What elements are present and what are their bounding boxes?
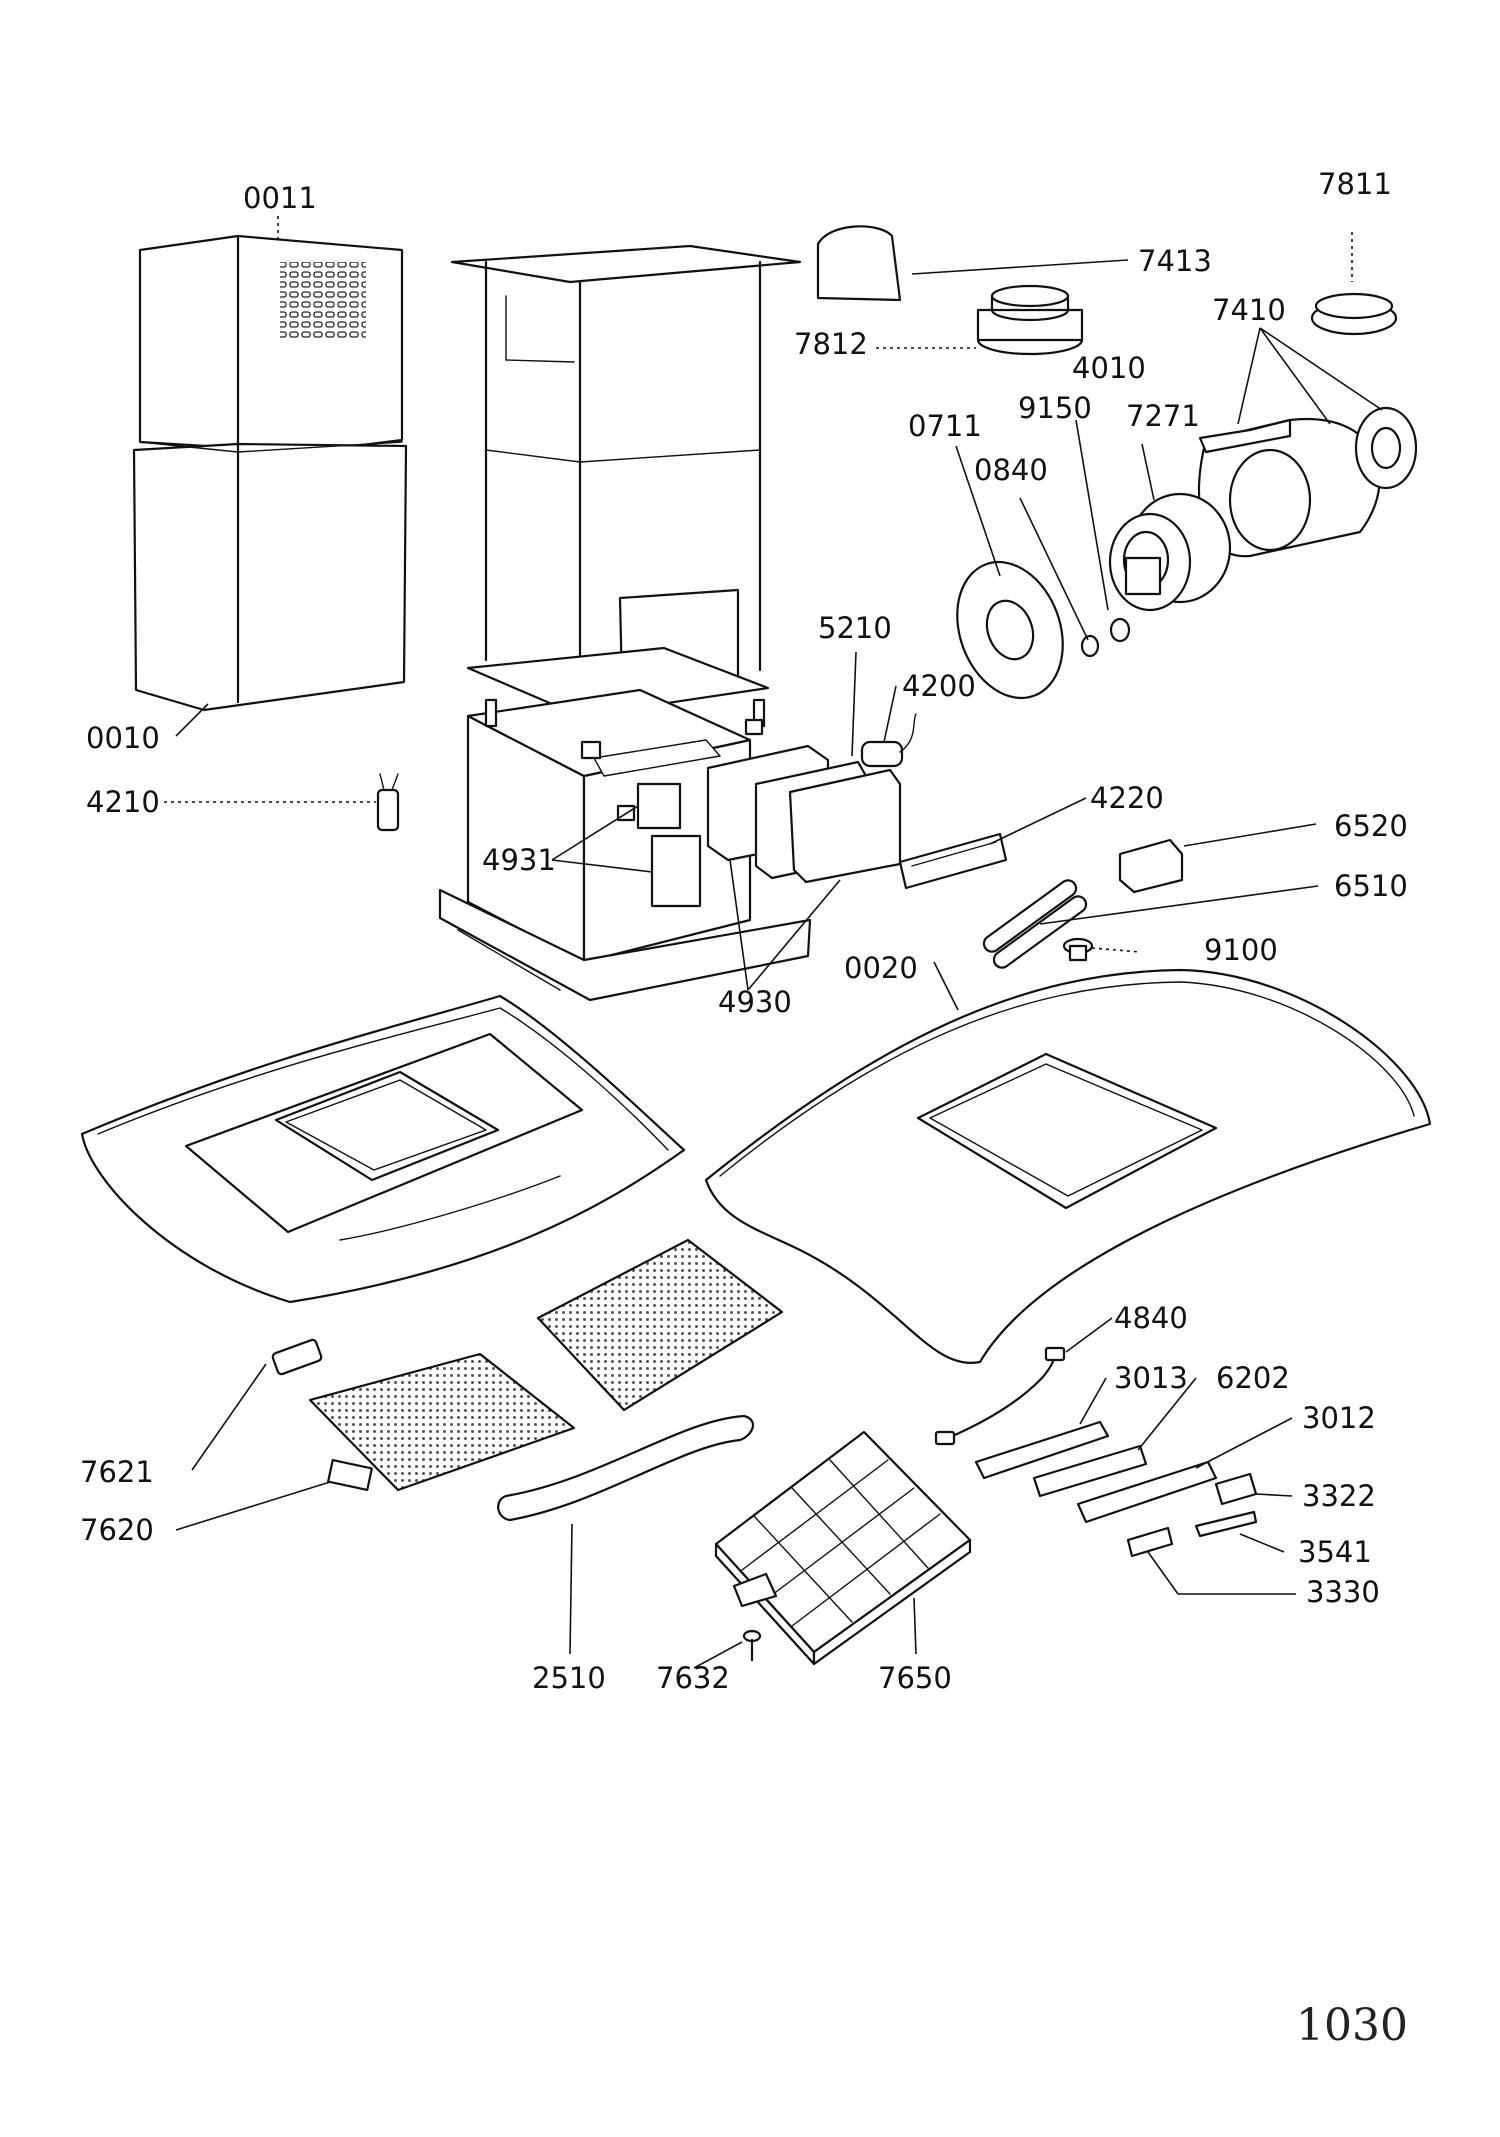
label-5210: 5210 [818, 611, 892, 645]
label-0711: 0711 [908, 409, 982, 443]
label-0020: 0020 [844, 951, 918, 985]
knob-9100 [1062, 937, 1094, 962]
seal-2510 [497, 1414, 755, 1522]
ring-7811 [1310, 292, 1398, 336]
handle-7620 [327, 1458, 373, 1492]
label-3330: 3330 [1306, 1575, 1380, 1609]
fan-housing-7410 [1197, 406, 1418, 558]
label-7632: 7632 [656, 1661, 730, 1695]
control-panel-parts [974, 1420, 1258, 1558]
label-0840: 0840 [974, 453, 1048, 487]
label-9150: 9150 [1018, 391, 1092, 425]
label-3541: 3541 [1298, 1535, 1372, 1569]
clip-7621 [271, 1338, 323, 1376]
label-4220: 4220 [1090, 781, 1164, 815]
small-parts-0840-9150 [1080, 617, 1131, 658]
electronic-modules-4931 [616, 782, 702, 908]
grease-filters [308, 1238, 784, 1492]
flap-7413 [816, 225, 902, 302]
label-4200: 4200 [902, 669, 976, 703]
label-6202: 6202 [1216, 1361, 1290, 1395]
chimney-cover-0010-0011 [132, 234, 408, 712]
label-0010: 0010 [86, 721, 160, 755]
leader-lines [164, 216, 1383, 1669]
motor-7271 [1108, 492, 1232, 612]
small-capacitor-4210 [376, 773, 400, 832]
page-number: 1030 [1296, 2000, 1408, 2051]
label-6520: 6520 [1334, 809, 1408, 843]
electronic-boxes-4930 [706, 744, 902, 884]
charcoal-filter-7650 [714, 1430, 972, 1666]
canopy-0020 [704, 968, 1432, 1365]
label-0011: 0011 [243, 181, 317, 215]
screw-7632 [742, 1629, 762, 1662]
label-7620: 7620 [80, 1513, 154, 1547]
wire-4840 [934, 1346, 1066, 1446]
label-3012: 3012 [1302, 1401, 1376, 1435]
label-7271: 7271 [1126, 399, 1200, 433]
label-7811: 7811 [1318, 167, 1392, 201]
label-4210: 4210 [86, 785, 160, 819]
label-7410: 7410 [1212, 293, 1286, 327]
label-6510: 6510 [1334, 869, 1408, 903]
label-7812: 7812 [794, 327, 868, 361]
label-9100: 9100 [1204, 933, 1278, 967]
label-7621: 7621 [80, 1455, 154, 1489]
label-4931: 4931 [482, 843, 556, 877]
label-7650: 7650 [878, 1661, 952, 1695]
label-4930: 4930 [718, 985, 792, 1019]
terminal-block-4220 [898, 832, 1008, 890]
label-7413: 7413 [1138, 244, 1212, 278]
label-3322: 3322 [1302, 1479, 1376, 1513]
label-4840: 4840 [1114, 1301, 1188, 1335]
capacitor-4200 [860, 713, 917, 768]
label-2510: 2510 [532, 1661, 606, 1695]
fan-wheel-0711 [956, 560, 1064, 700]
lamp-6510 [982, 879, 1088, 969]
label-4010: 4010 [1072, 351, 1146, 385]
glass-frame-left [80, 994, 686, 1304]
lamp-holder-6520 [1118, 838, 1184, 894]
label-3013: 3013 [1114, 1361, 1188, 1395]
part-labels: 0011 7811 7413 7410 7812 4010 9150 7271 … [80, 167, 1408, 1695]
inner-chimney-frame [450, 244, 802, 718]
collar-7812-4010 [976, 284, 1084, 356]
